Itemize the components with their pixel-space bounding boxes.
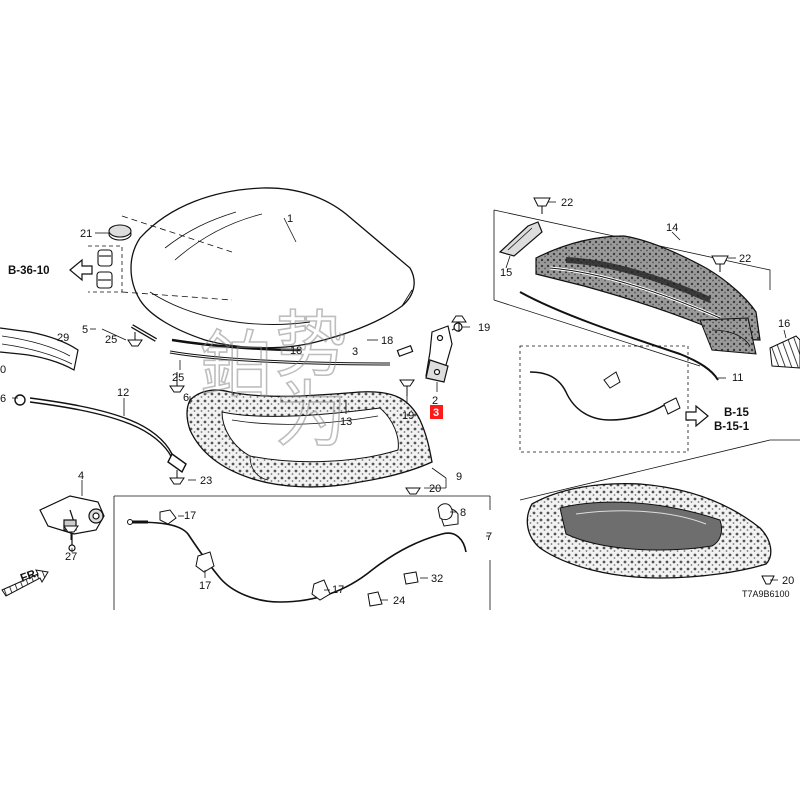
cowl-seal-strip bbox=[519, 291, 719, 381]
hood-panel bbox=[130, 187, 415, 349]
watermark: 鉑 势 为 bbox=[199, 302, 348, 458]
callout-17a: 17 bbox=[184, 510, 196, 522]
callout-1: 1 bbox=[287, 213, 293, 225]
callout-0: 0 bbox=[0, 364, 6, 376]
callout-8: 8 bbox=[460, 507, 466, 519]
callout-18b: 18 bbox=[290, 345, 302, 357]
highlighted-callout-3[interactable]: 3 bbox=[430, 405, 443, 419]
callout-5: 5 bbox=[82, 324, 88, 336]
callout-27: 27 bbox=[65, 551, 77, 563]
front-direction-arrow bbox=[1, 569, 49, 597]
under-hood-insulator bbox=[519, 439, 800, 585]
callout-6: 6 bbox=[183, 392, 189, 404]
callout-6b: 6 bbox=[0, 393, 6, 405]
callout-16: 16 bbox=[778, 318, 790, 330]
highlight-label: 3 bbox=[433, 407, 439, 419]
fasteners bbox=[63, 315, 467, 607]
hood-hinge bbox=[396, 322, 463, 383]
ref-b-15-1: B-15-1 bbox=[714, 421, 750, 433]
callout-3b: 3 bbox=[352, 346, 358, 358]
callout-9: 9 bbox=[456, 471, 462, 483]
callout-17b: 17 bbox=[199, 580, 211, 592]
callout-22b: 22 bbox=[739, 253, 751, 265]
callout-2: 2 bbox=[432, 395, 438, 407]
ref-arrows bbox=[69, 258, 709, 428]
cowl-side-piece-16 bbox=[769, 335, 800, 369]
hood-support-rod bbox=[14, 394, 187, 474]
fr-label: FR. bbox=[19, 567, 41, 585]
front-trim-29 bbox=[0, 327, 79, 371]
callout-11: 11 bbox=[732, 372, 743, 384]
svg-text:势: 势 bbox=[275, 303, 347, 387]
hood-insulator-frame bbox=[186, 389, 433, 488]
cowl-top-cover bbox=[493, 209, 771, 367]
callout-20b: 20 bbox=[782, 575, 794, 587]
cowl-bracket-15 bbox=[498, 221, 543, 257]
highlight-box bbox=[430, 405, 443, 419]
callout-20a: 20 bbox=[429, 483, 441, 495]
ref-arrow-left bbox=[69, 258, 93, 282]
callout-22a: 22 bbox=[561, 197, 573, 209]
callout-32: 32 bbox=[431, 573, 443, 585]
hood-latch bbox=[39, 495, 105, 552]
callout-14: 14 bbox=[666, 222, 678, 234]
cowl-clips-22 bbox=[533, 197, 729, 272]
svg-text:为: 为 bbox=[275, 373, 347, 457]
callout-7: 7 bbox=[486, 531, 492, 543]
diagram-code: T7A9B6100 bbox=[742, 589, 790, 599]
callout-29: 29 bbox=[57, 332, 69, 344]
callout-25a: 25 bbox=[105, 334, 117, 346]
callout-13: 13 bbox=[340, 416, 352, 428]
svg-text:鉑: 鉑 bbox=[200, 323, 272, 407]
callout-15: 15 bbox=[500, 267, 512, 279]
callout-19b: 19 bbox=[402, 410, 414, 422]
ref-b-15: B-15 bbox=[724, 407, 750, 419]
callout-21: 21 bbox=[80, 228, 92, 240]
cable-clips bbox=[159, 509, 331, 601]
hood-seal-strips bbox=[130, 324, 391, 366]
reference-labels: B-36-10 B-15 B-15-1 FR. T7A9B6100 bbox=[8, 265, 790, 599]
callout-24: 24 bbox=[393, 595, 405, 607]
washer-hose-group bbox=[519, 345, 689, 453]
callout-25b: 25 bbox=[172, 372, 184, 384]
callout-19a: 19 bbox=[478, 322, 490, 334]
callout-labels: 1 2 3 4 5 6 7 8 9 0 11 12 13 14 15 16 17… bbox=[0, 197, 794, 607]
ref-b-36-10: B-36-10 bbox=[8, 265, 50, 277]
callout-12: 12 bbox=[117, 387, 129, 399]
ref-arrow-right bbox=[685, 404, 709, 428]
callout-17c: 17 bbox=[332, 584, 344, 596]
grommet-parts bbox=[88, 215, 233, 301]
callout-18a: 18 bbox=[381, 335, 393, 347]
leader-lines bbox=[12, 201, 787, 601]
callout-23: 23 bbox=[200, 475, 212, 487]
callout-4: 4 bbox=[78, 470, 84, 482]
